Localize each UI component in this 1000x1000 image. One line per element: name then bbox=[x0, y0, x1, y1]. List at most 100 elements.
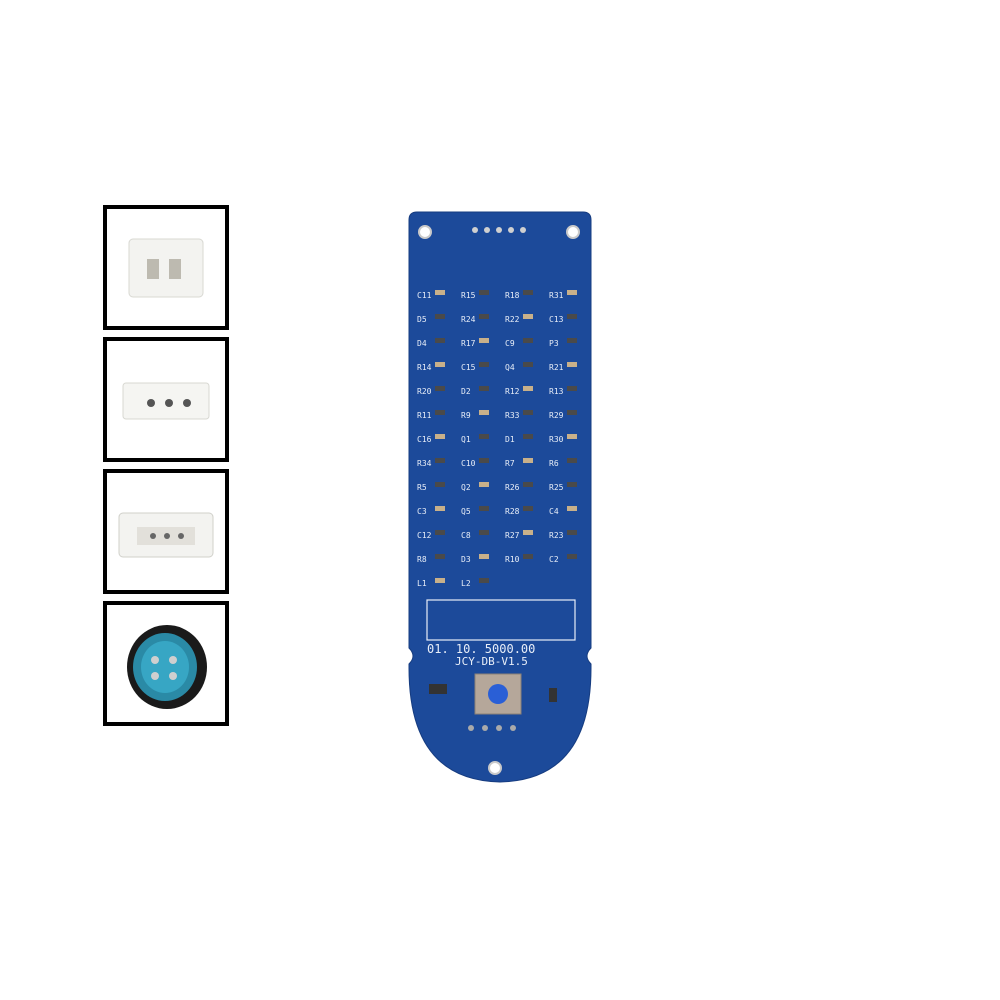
smd-part bbox=[435, 482, 445, 487]
smd-part bbox=[479, 386, 489, 391]
smd-part bbox=[567, 410, 577, 415]
designator-label: R21 bbox=[549, 363, 564, 372]
designator-label: R34 bbox=[417, 459, 432, 468]
connector-thumbnail-4[interactable] bbox=[103, 601, 229, 726]
designator-label: L1 bbox=[417, 579, 427, 588]
mounting-hole-bottom bbox=[488, 761, 502, 775]
designator-label: R12 bbox=[505, 387, 520, 396]
designator-label: C13 bbox=[549, 315, 564, 324]
designator-label: R6 bbox=[549, 459, 559, 468]
designator-label: R10 bbox=[505, 555, 520, 564]
smd-part bbox=[479, 578, 489, 583]
smd-part bbox=[523, 530, 533, 535]
designator-label: C10 bbox=[461, 459, 476, 468]
designator-label: R13 bbox=[549, 387, 564, 396]
smd-part bbox=[523, 434, 533, 439]
smd-part bbox=[479, 362, 489, 367]
designator-label: R18 bbox=[505, 291, 520, 300]
smd-part bbox=[523, 458, 533, 463]
designator-label: R8 bbox=[417, 555, 427, 564]
designator-label: L2 bbox=[461, 579, 471, 588]
designator-label: C3 bbox=[417, 507, 427, 516]
smd-part bbox=[523, 386, 533, 391]
designator-label: R5 bbox=[417, 483, 427, 492]
smd-part bbox=[479, 554, 489, 559]
connector-thumbnail-3[interactable] bbox=[103, 469, 229, 594]
designator-label: Q5 bbox=[461, 507, 471, 516]
smd-part bbox=[523, 290, 533, 295]
smd-part bbox=[567, 482, 577, 487]
mounting-hole-left bbox=[418, 225, 432, 239]
designator-label: C2 bbox=[549, 555, 559, 564]
designator-label: C15 bbox=[461, 363, 476, 372]
designator-label: R7 bbox=[505, 459, 515, 468]
designator-label: R22 bbox=[505, 315, 520, 324]
push-button[interactable] bbox=[488, 684, 508, 704]
designator-label: R15 bbox=[461, 291, 476, 300]
designator-label: D4 bbox=[417, 339, 427, 348]
smd-part bbox=[567, 362, 577, 367]
designator-label: R11 bbox=[417, 411, 432, 420]
smd-part bbox=[523, 506, 533, 511]
smd-part bbox=[567, 506, 577, 511]
header-pins bbox=[472, 227, 526, 233]
designator-label: C8 bbox=[461, 531, 471, 540]
smd-part bbox=[479, 290, 489, 295]
smd-part bbox=[435, 338, 445, 343]
smd-part bbox=[479, 482, 489, 487]
smd-part bbox=[435, 410, 445, 415]
smd-part bbox=[567, 554, 577, 559]
3-pin-white-connector-wide-icon bbox=[118, 512, 214, 558]
smd-part bbox=[435, 434, 445, 439]
designator-label: R31 bbox=[549, 291, 564, 300]
designator-label: R26 bbox=[505, 483, 520, 492]
round-waterproof-connector-icon bbox=[127, 625, 207, 709]
smd-part bbox=[567, 338, 577, 343]
designator-label: D1 bbox=[505, 435, 515, 444]
smd-part bbox=[567, 386, 577, 391]
designator-label: C12 bbox=[417, 531, 432, 540]
smd-part bbox=[567, 458, 577, 463]
3-pin-white-connector-icon bbox=[122, 382, 210, 420]
smd-part bbox=[435, 386, 445, 391]
smd-part bbox=[567, 290, 577, 295]
smd-part bbox=[435, 458, 445, 463]
designator-label: Q1 bbox=[461, 435, 471, 444]
smd-part bbox=[435, 362, 445, 367]
smd-part bbox=[479, 530, 489, 535]
smd-part bbox=[479, 338, 489, 343]
designator-label: R20 bbox=[417, 387, 432, 396]
designator-label: R29 bbox=[549, 411, 564, 420]
designator-label: C9 bbox=[505, 339, 515, 348]
mounting-hole-right bbox=[566, 225, 580, 239]
designator-label: R30 bbox=[549, 435, 564, 444]
smd-part bbox=[567, 434, 577, 439]
smd-part bbox=[435, 314, 445, 319]
display-readout: 01. 10. 5000.00 bbox=[427, 642, 535, 656]
designator-label: R9 bbox=[461, 411, 471, 420]
designator-label: D3 bbox=[461, 555, 471, 564]
smd-part bbox=[435, 506, 445, 511]
designator-label: C11 bbox=[417, 291, 432, 300]
smd-part bbox=[435, 530, 445, 535]
smd-part bbox=[567, 530, 577, 535]
smd-part bbox=[479, 410, 489, 415]
smd-part bbox=[435, 554, 445, 559]
designator-label: R23 bbox=[549, 531, 564, 540]
smd-part bbox=[479, 434, 489, 439]
display-window-outline bbox=[426, 599, 576, 641]
connector-thumbnail-1[interactable] bbox=[103, 205, 229, 330]
model-label: JCY-DB-V1.5 bbox=[455, 655, 528, 668]
designator-label: R27 bbox=[505, 531, 520, 540]
designator-label: D2 bbox=[461, 387, 471, 396]
designator-label: R14 bbox=[417, 363, 432, 372]
smd-part bbox=[523, 482, 533, 487]
designator-label: R28 bbox=[505, 507, 520, 516]
connector-thumbnail-2[interactable] bbox=[103, 337, 229, 462]
designator-label: Q4 bbox=[505, 363, 515, 372]
smd-part bbox=[567, 314, 577, 319]
smd-part bbox=[435, 290, 445, 295]
smd-part bbox=[479, 314, 489, 319]
designator-label: D5 bbox=[417, 315, 427, 324]
designator-label: C4 bbox=[549, 507, 559, 516]
